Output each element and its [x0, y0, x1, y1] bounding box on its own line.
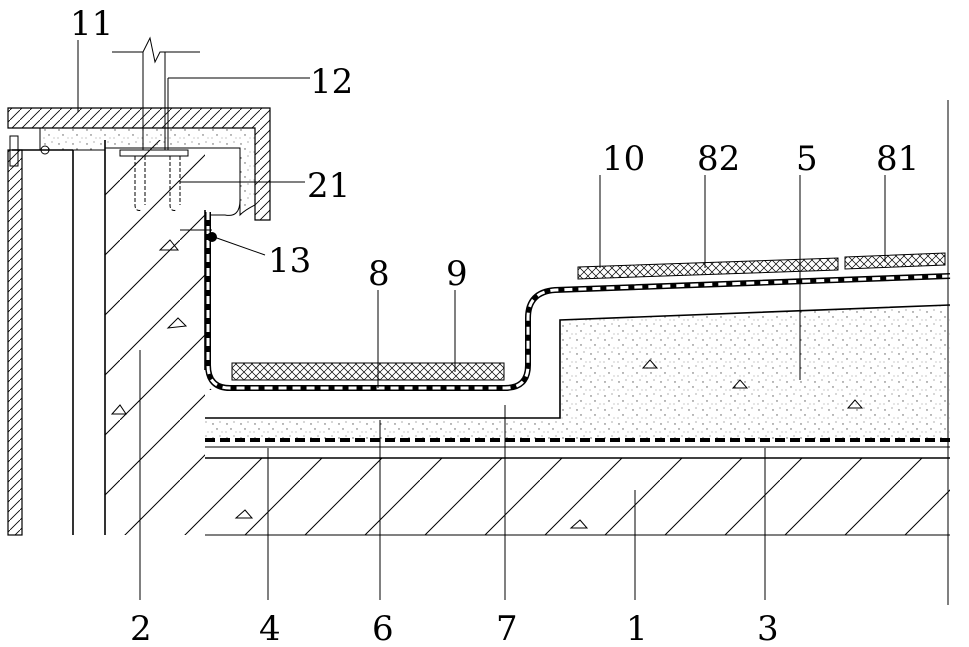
wall — [73, 140, 215, 535]
label-82: 82 — [697, 139, 740, 179]
label-4: 4 — [259, 609, 281, 647]
label-3: 3 — [757, 609, 779, 647]
label-7: 7 — [496, 609, 518, 647]
label-6: 6 — [372, 609, 394, 647]
gutter-insulation — [232, 363, 504, 380]
roof-insulation — [578, 253, 945, 279]
label-81: 81 — [876, 139, 919, 179]
label-2: 2 — [130, 609, 152, 647]
label-9: 9 — [446, 254, 468, 294]
label-1: 1 — [626, 609, 648, 647]
label-5: 5 — [796, 139, 818, 179]
label-21: 21 — [307, 166, 350, 206]
label-12: 12 — [310, 62, 353, 102]
label-11: 11 — [70, 4, 113, 44]
label-10: 10 — [602, 139, 645, 179]
lower-membrane — [205, 440, 950, 447]
label-8: 8 — [368, 254, 390, 294]
base-slab — [205, 458, 950, 535]
label-13: 13 — [268, 241, 311, 281]
cladding — [8, 150, 22, 535]
